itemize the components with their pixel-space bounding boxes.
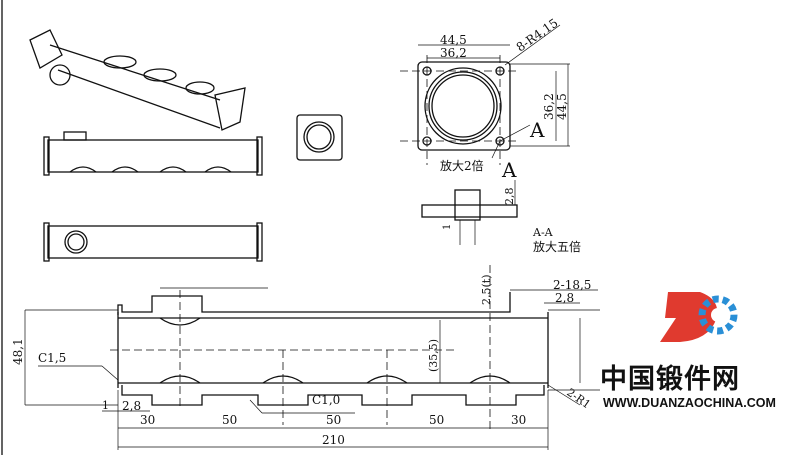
section-title: A-A: [532, 226, 554, 239]
section-dim-small: 1: [442, 224, 453, 230]
dim-lip: 1: [102, 399, 109, 412]
flange-top-view: [400, 24, 570, 165]
dim-width-outer: 44,5: [440, 33, 467, 47]
chamfer-mid: C1,0: [312, 393, 340, 407]
dim-spacing-5: 30: [511, 413, 526, 427]
dim-height: 48,1: [11, 338, 25, 365]
dim-width-inner: 36,2: [440, 46, 467, 60]
detail-note: 放大2倍: [440, 158, 484, 173]
dim-thickness: 2,5(t): [480, 275, 493, 306]
logo-name: 中国锻件网: [600, 364, 740, 395]
section-mark: A: [529, 118, 545, 142]
dim-lip-thk: 2,8: [122, 399, 141, 413]
dim-spacing-4: 50: [429, 413, 444, 427]
hole-label: 8-R4,15: [514, 16, 561, 55]
detail-mark: A: [501, 158, 517, 182]
dim-flange-thk: 2,8: [555, 291, 574, 305]
isometric-view: [29, 29, 246, 131]
chamfer-left: C1,5: [38, 351, 66, 365]
dim-spacing-1: 30: [140, 413, 155, 427]
dim-radius: 2-R1: [564, 386, 593, 412]
dim-height-outer: 44,5: [555, 93, 569, 120]
bottom-view: [43, 222, 263, 262]
dim-total: 210: [322, 433, 345, 447]
dim-flange: 2-18,5: [553, 278, 591, 292]
side-view: [43, 131, 263, 176]
section-a-a: [421, 180, 518, 245]
dim-spacing-2: 50: [222, 413, 237, 427]
dim-inner: (35,5): [427, 339, 440, 372]
dim-height-inner: 36,2: [542, 93, 556, 120]
end-view-small: [296, 114, 343, 161]
section-note: 放大五倍: [533, 239, 581, 254]
dim-spacing-3: 50: [326, 413, 341, 427]
logo-url[interactable]: WWW.DUANZAOCHINA.COM: [603, 396, 776, 410]
logo-icon: [660, 292, 738, 342]
section-dim: 2,8: [503, 188, 516, 206]
main-section-view: [24, 265, 600, 450]
